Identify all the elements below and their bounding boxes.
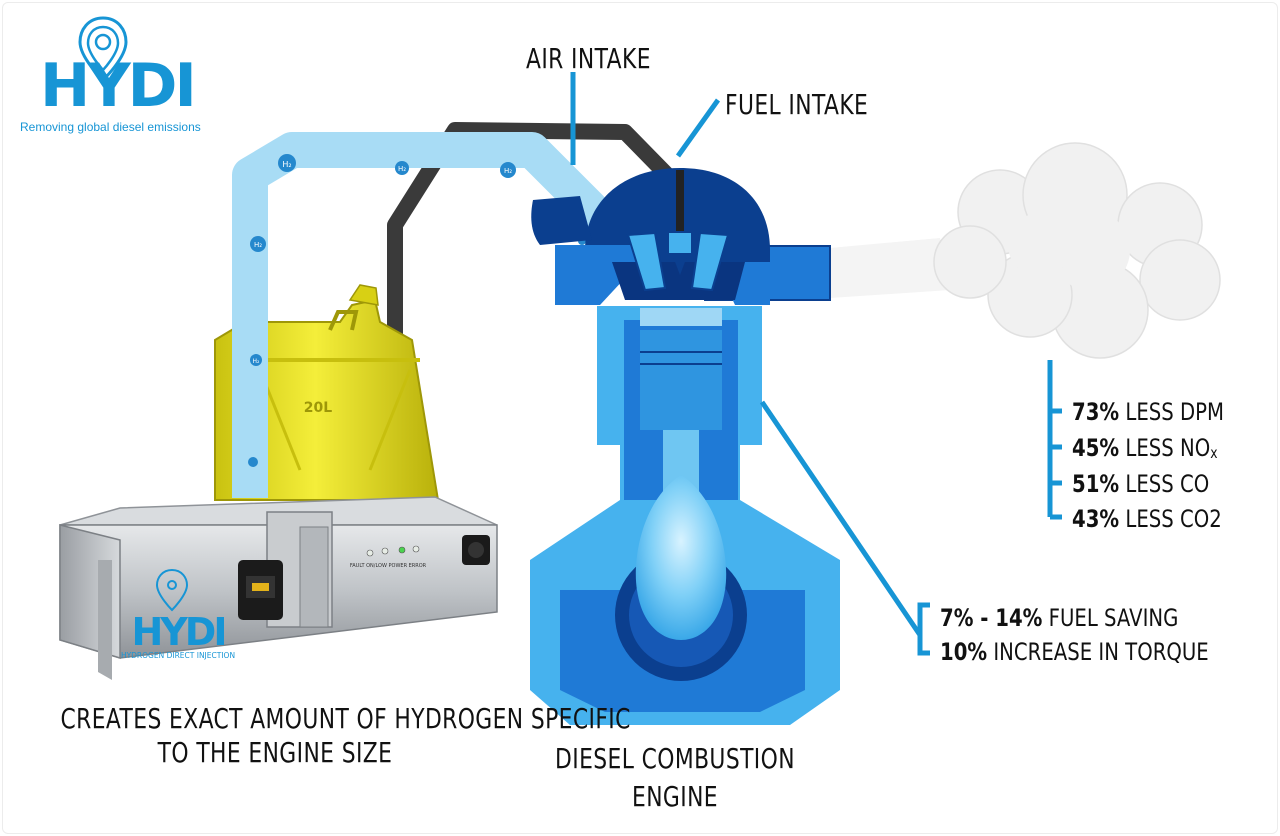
logo-tagline: Removing global diesel emissions [20,120,201,134]
device-logo-text: HYDI [131,610,224,654]
engine-label-line2: ENGINE [535,780,816,813]
performance-stat: 7% - 14% FUEL SAVING [940,604,1178,632]
indicator-light [382,548,388,554]
svg-text:H₂: H₂ [398,165,406,173]
indicator-light [413,546,419,552]
fuel-intake-pointer [678,100,718,156]
h2-marker: H₂ [500,162,516,178]
logo-wordmark: HYDI [40,56,194,116]
engine-label-line1: DIESEL COMBUSTION [535,742,816,775]
hydi-device: FAULT ON/LOW POWER ERROR HYDI HYDROGEN D… [60,497,497,680]
emission-stat: 51% LESS CO [1072,470,1209,498]
h2-marker: H₂ [250,236,266,252]
h2-marker: H₂ [278,154,296,172]
device-label-line2: TO THE ENGINE SIZE [61,736,490,769]
device-panel-text: FAULT ON/LOW POWER ERROR [350,563,427,569]
h2-marker: H₂ [250,354,262,366]
indicator-light [367,550,373,556]
h2-marker: H₂ [395,161,409,175]
emission-stat: 45% LESS NOx [1072,434,1218,462]
fuel-intake-label: FUEL INTAKE [725,88,868,121]
svg-text:H₂: H₂ [253,358,261,365]
performance-bracket [920,605,930,653]
exhaust-cloud [830,143,1220,358]
device-label-line1: CREATES EXACT AMOUNT OF HYDROGEN SPECIFI… [61,702,490,735]
device-caption: HYDROGEN DIRECT INJECTION [121,651,235,660]
svg-text:H₂: H₂ [282,160,291,169]
emission-stat: 73% LESS DPM [1072,398,1224,426]
svg-text:H₂: H₂ [254,241,262,249]
air-intake-label: AIR INTAKE [526,42,651,75]
jerrycan-mark: 20L [304,400,332,416]
svg-text:H₂: H₂ [504,167,512,175]
performance-stat: 10% INCREASE IN TORQUE [940,638,1209,666]
emission-stat: 43% LESS CO2 [1072,505,1222,533]
indicator-light [399,547,405,553]
h2-marker [248,457,258,467]
